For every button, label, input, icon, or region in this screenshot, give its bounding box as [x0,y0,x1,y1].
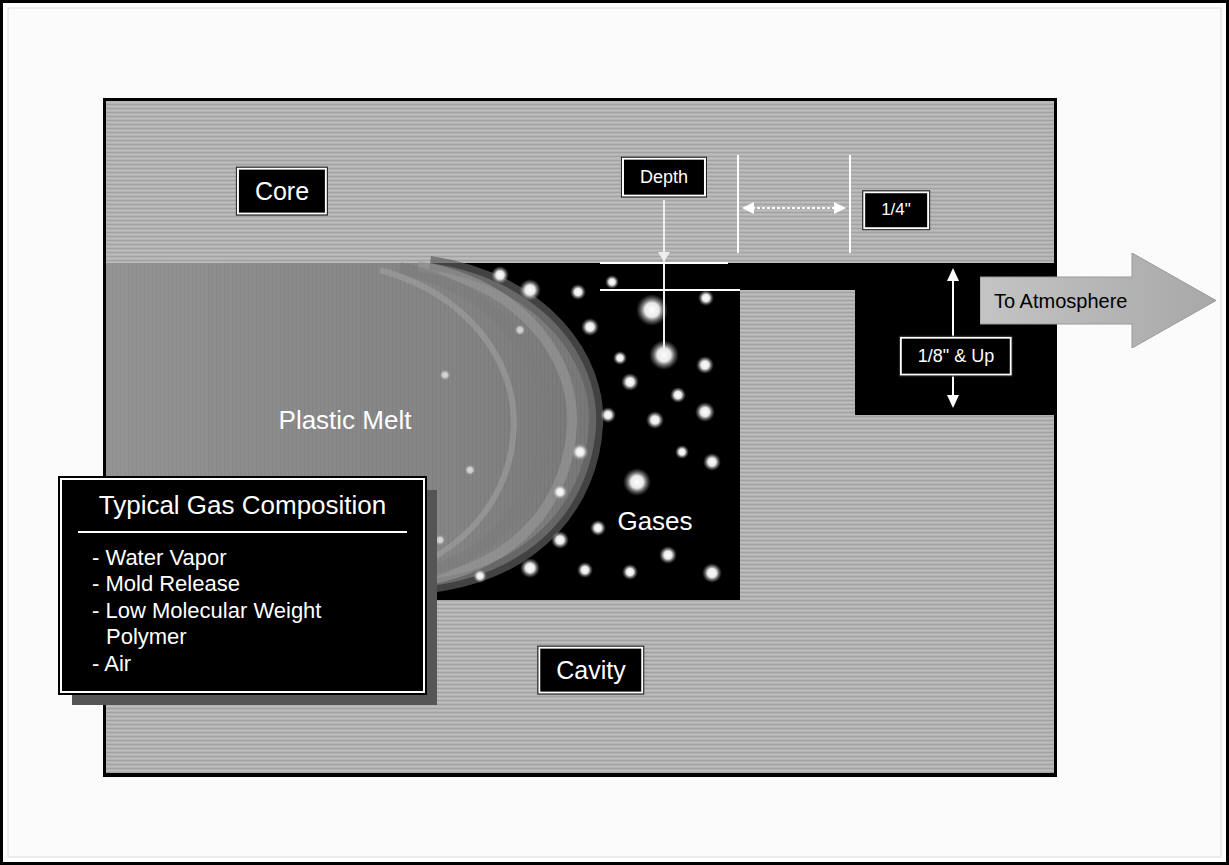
arrow-text: To Atmosphere [994,289,1127,312]
depth-label-box: Depth [622,158,706,197]
dimension-box: 1/4" [863,191,929,229]
list-item: - Air [84,651,407,677]
box-text: Core [255,177,309,206]
list-item: - Mold Release [84,571,407,597]
vent-arrow: To Atmosphere [980,253,1220,348]
list-item: - Low Molecular Weight Polymer [84,598,407,651]
dimension-box: 1/8" & Up [900,337,1012,376]
cavity-label-box: Cavity [538,647,643,694]
box-text: Cavity [556,656,625,685]
core-label-box: Core [237,168,327,215]
melt-label: Plastic Melt [279,405,412,436]
box-text: Depth [640,167,688,188]
box-text: 1/8" & Up [918,346,994,367]
gases-label: Gases [617,506,692,537]
list-item: - Water Vapor [84,545,407,571]
box-text: 1/4" [881,200,911,220]
box-heading: Typical Gas Composition [78,490,407,533]
gas-composition-box: Typical Gas Composition - Water Vapor- Mo… [60,478,425,693]
